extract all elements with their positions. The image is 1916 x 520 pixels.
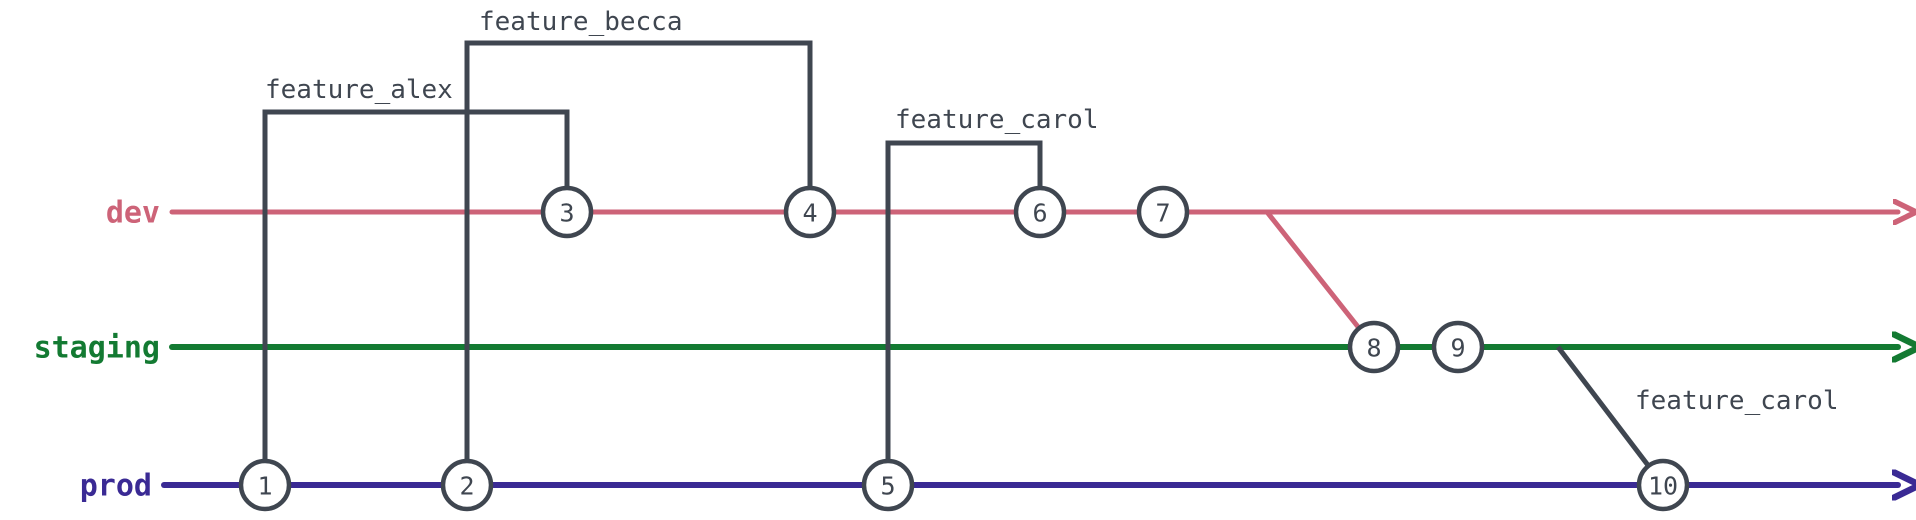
commit-node-9[interactable]: 9	[1431, 320, 1485, 374]
branch-path-feature-becca[interactable]	[464, 40, 813, 485]
commit-node-5[interactable]: 5	[861, 458, 915, 512]
commit-circle	[540, 185, 594, 239]
commit-label: 8	[1366, 334, 1381, 363]
commit-label: 2	[459, 472, 474, 501]
merge-paths	[1264, 209, 1377, 350]
branch-paths	[262, 40, 1665, 487]
commit-label: 7	[1155, 199, 1170, 228]
lane-label-dev[interactable]: dev	[106, 196, 160, 231]
commit-circle	[783, 185, 837, 239]
lane-lines	[161, 212, 1898, 485]
commit-nodes: 1 2 3 4 5 6 7	[238, 185, 1690, 512]
commit-node-6[interactable]: 6	[1013, 185, 1067, 239]
commit-label: 1	[257, 472, 272, 501]
commit-node-7[interactable]: 7	[1136, 185, 1190, 239]
lane-label-staging[interactable]: staging	[34, 331, 160, 366]
commit-circle	[1347, 320, 1401, 374]
merge-path-dev-to-staging[interactable]	[1264, 209, 1377, 350]
branch-path-feature-carol-top[interactable]	[885, 140, 1043, 485]
commit-node-2[interactable]: 2	[440, 458, 494, 512]
commit-node-3[interactable]: 3	[540, 185, 594, 239]
branch-label-feature-alex: feature_alex	[265, 75, 453, 105]
commit-circle	[1636, 458, 1690, 512]
commit-label: 5	[880, 472, 895, 501]
branch-label-feature-carol-top: feature_carol	[895, 105, 1099, 135]
commit-node-8[interactable]: 8	[1347, 320, 1401, 374]
branch-name-labels: feature_alex feature_becca feature_carol…	[265, 7, 1839, 416]
lane-labels: dev staging prod	[34, 196, 160, 504]
commit-node-10[interactable]: 10	[1636, 458, 1690, 512]
branch-path-feature-carol-bottom[interactable]	[1556, 345, 1665, 487]
branch-path-feature-alex[interactable]	[262, 109, 570, 485]
commit-circle	[1013, 185, 1067, 239]
commit-label: 10	[1648, 472, 1678, 501]
commit-circle	[1136, 185, 1190, 239]
commit-label: 3	[559, 199, 574, 228]
branch-label-feature-becca: feature_becca	[479, 7, 683, 37]
branch-label-feature-carol-bottom: feature_carol	[1635, 386, 1839, 416]
commit-circle	[238, 458, 292, 512]
commit-label: 4	[802, 199, 817, 228]
commit-node-1[interactable]: 1	[238, 458, 292, 512]
commit-circle	[440, 458, 494, 512]
commit-circle	[861, 458, 915, 512]
commit-circle	[1431, 320, 1485, 374]
lane-label-prod[interactable]: prod	[80, 469, 152, 504]
commit-label: 9	[1450, 334, 1465, 363]
commit-node-4[interactable]: 4	[783, 185, 837, 239]
commit-label: 6	[1032, 199, 1047, 228]
